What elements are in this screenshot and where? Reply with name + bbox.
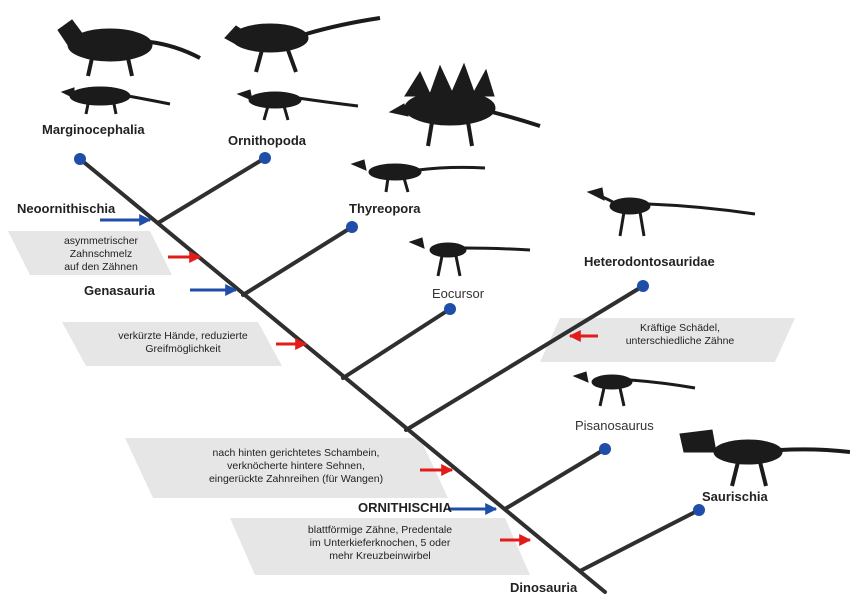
note-c3-line2: unterschiedliche Zähne <box>590 335 770 348</box>
label-ornithischia: ORNITHISCHIA <box>358 500 452 515</box>
node-thyreopora <box>346 221 358 233</box>
label-neoornithischia: Neoornithischia <box>17 201 115 216</box>
node-saurischia <box>693 504 705 516</box>
ornithopod-skeleton-icon <box>225 18 380 72</box>
pisanosaurus-skeleton-icon <box>574 372 695 406</box>
stegosaur-skeleton-icon <box>390 64 540 146</box>
label-marginocephalia: Marginocephalia <box>42 122 145 137</box>
label-pisanosaurus: Pisanosaurus <box>575 418 654 433</box>
branch-ornithopoda <box>158 158 265 223</box>
label-saurischia: Saurischia <box>702 489 768 504</box>
note-c4-line3: eingerückte Zahnreihen (für Wangen) <box>180 473 412 486</box>
note-c3-line1: Kräftige Schädel, <box>590 322 770 335</box>
note-c1-line1: asymmetrischer <box>40 235 162 248</box>
note-c5-line2: im Unterkieferknochen, 5 oder <box>270 537 490 550</box>
thyreophoran-skeleton-icon <box>352 160 485 192</box>
ceratopsian-skeleton-icon <box>58 20 200 76</box>
label-heterodontosauridae: Heterodontosauridae <box>584 254 715 269</box>
theropod-skeleton-icon <box>680 430 850 486</box>
label-eocursor: Eocursor <box>432 286 484 301</box>
note-c1: asymmetrischer Zahnschmelz auf den Zähne… <box>40 235 162 274</box>
note-c1-line2: Zahnschmelz <box>40 248 162 261</box>
note-c2: verkürzte Hände, reduzierte Greifmöglich… <box>88 330 278 356</box>
branch-thyreopora <box>243 227 352 295</box>
note-c2-line1: verkürzte Hände, reduzierte <box>88 330 278 343</box>
hypsilophodont-skeleton-icon <box>238 90 358 120</box>
branch-eocursor <box>343 309 450 378</box>
eocursor-skeleton-icon <box>410 238 530 276</box>
note-c4-line2: verknöcherte hintere Sehnen, <box>180 460 412 473</box>
ankylosaur-skeleton-icon <box>62 87 170 114</box>
heterodontosaur-skeleton-icon <box>588 188 755 236</box>
node-heterodontosauridae <box>637 280 649 292</box>
node-eocursor <box>444 303 456 315</box>
note-c4-line1: nach hinten gerichtetes Schambein, <box>180 447 412 460</box>
node-marginocephalia <box>74 153 86 165</box>
note-c4: nach hinten gerichtetes Schambein, verkn… <box>180 447 412 486</box>
node-pisanosaurus <box>599 443 611 455</box>
label-dinosauria: Dinosauria <box>510 580 577 595</box>
note-c2-line2: Greifmöglichkeit <box>88 343 278 356</box>
node-ornithopoda <box>259 152 271 164</box>
branch-saurischia <box>580 510 699 571</box>
note-c1-line3: auf den Zähnen <box>40 261 162 274</box>
note-c5: blattförmige Zähne, Predentale im Unterk… <box>270 524 490 563</box>
note-c5-line1: blattförmige Zähne, Predentale <box>270 524 490 537</box>
skeleton-silhouettes <box>58 18 850 486</box>
note-c5-line3: mehr Kreuzbeinwirbel <box>270 550 490 563</box>
label-ornithopoda: Ornithopoda <box>228 133 306 148</box>
branch-pisanosaurus <box>505 449 605 509</box>
note-c3: Kräftige Schädel, unterschiedliche Zähne <box>590 322 770 348</box>
label-genasauria: Genasauria <box>84 283 155 298</box>
label-thyreopora: Thyreopora <box>349 201 421 216</box>
